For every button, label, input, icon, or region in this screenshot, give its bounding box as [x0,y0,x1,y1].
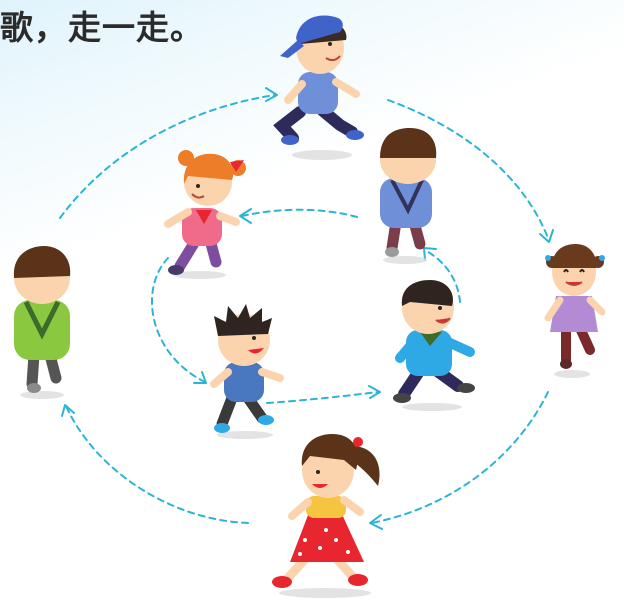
child-pigtail-girl [544,244,606,369]
child-orange-girl [164,150,246,275]
child-red-dress-girl [272,434,380,588]
inner-loop-path [150,208,461,404]
ground-shadows [20,150,590,598]
caption-text: 歌，走一走。 [0,8,204,47]
child-green-back-boy [13,246,71,393]
child-blue-shirt-boy [393,280,475,403]
child-back-boy-top [380,128,437,257]
child-cap-boy [273,15,364,145]
outer-loop-path [59,87,554,530]
child-spiky-boy [210,304,284,433]
